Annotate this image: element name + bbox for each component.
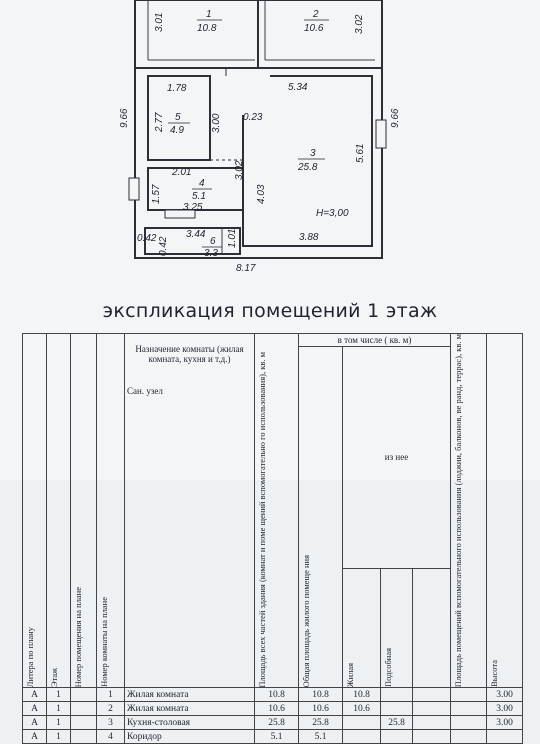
window-right bbox=[375, 119, 387, 149]
header-obsh: Общая площадь жилого помеще ния bbox=[298, 345, 343, 689]
room5-walls bbox=[147, 75, 211, 161]
dim-344: 3.44 bbox=[186, 229, 206, 240]
dim-023: 0.23 bbox=[243, 112, 263, 123]
dim-042b: 0.42 bbox=[158, 236, 169, 256]
header-v-tom: в том числе ( кв. м) bbox=[297, 333, 452, 347]
room3-walls bbox=[242, 75, 373, 247]
header-naznach: Назначение комнаты (жилая комната, кухня… bbox=[124, 332, 255, 689]
ceiling-height: H=3,00 bbox=[316, 208, 349, 219]
floor-plan: 1 10.8 2 10.6 3 25.8 4 5.1 5 4.9 6 3.3 1… bbox=[119, 0, 401, 274]
window-left bbox=[128, 177, 140, 201]
room6-area: 3.3 bbox=[204, 248, 218, 259]
header-zhil: Жилая bbox=[342, 567, 381, 689]
room3-area: 25.8 bbox=[297, 162, 318, 173]
dim-534: 5.34 bbox=[288, 82, 308, 93]
header-nom-pom: Номер помещения на плане bbox=[70, 332, 97, 689]
dim-817: 8.17 bbox=[236, 263, 256, 274]
dim-042a: 0.42 bbox=[137, 233, 157, 244]
room5-area: 4.9 bbox=[170, 125, 184, 136]
dim-388: 3.88 bbox=[299, 232, 319, 243]
header-nom-komn: Номер комнаты на плане bbox=[96, 332, 125, 689]
room3-number: 3 bbox=[310, 148, 316, 159]
door-room4 bbox=[164, 209, 196, 219]
dim-302: 3.02 bbox=[354, 14, 365, 34]
explication-table: Литера по плану Этаж Номер помещения на … bbox=[22, 332, 524, 744]
header-vys: Высота bbox=[486, 332, 524, 689]
dim-966-left: 9.66 bbox=[119, 108, 130, 128]
dim-403: 4.03 bbox=[256, 184, 267, 204]
room6-number: 6 bbox=[210, 236, 216, 247]
header-litera: Литера по плану bbox=[22, 332, 47, 689]
room1-area: 10.8 bbox=[197, 23, 217, 34]
header-empty bbox=[411, 567, 452, 689]
dim-101: 1.01 bbox=[227, 229, 238, 248]
explication-heading: экспликация помещений 1 этаж bbox=[102, 300, 438, 322]
header-iz-nee: из нее bbox=[341, 346, 452, 569]
dim-966-right: 9.66 bbox=[390, 108, 401, 128]
room6-walls bbox=[144, 227, 241, 255]
dim-325: 3.25 bbox=[183, 202, 203, 213]
room2-area: 10.6 bbox=[304, 23, 324, 34]
room1-number: 1 bbox=[206, 9, 212, 20]
header-lodzh: Площадь помещений вспомогательного испол… bbox=[450, 332, 488, 689]
dim-277: 2.77 bbox=[154, 112, 165, 133]
header-etazh: Этаж bbox=[46, 332, 71, 689]
dim-178: 1.78 bbox=[167, 83, 187, 94]
room5-number: 5 bbox=[175, 112, 181, 123]
dim-157: 1.57 bbox=[151, 184, 162, 204]
dim-301: 3.01 bbox=[154, 13, 165, 32]
header-podsob: Подсобная bbox=[380, 567, 413, 689]
room2-number: 2 bbox=[312, 9, 319, 20]
dim-201: 2.01 bbox=[171, 167, 191, 178]
room4-area: 5.1 bbox=[192, 191, 206, 202]
room4-number: 4 bbox=[199, 178, 205, 189]
dim-561: 5.61 bbox=[355, 144, 366, 163]
header-pl-vseh: Площадь всех частей здания (комнат и пом… bbox=[254, 332, 299, 689]
document-sheet: 1 10.8 2 10.6 3 25.8 4 5.1 5 4.9 6 3.3 1… bbox=[22, 0, 524, 744]
dim-300: 3.00 bbox=[211, 113, 222, 133]
dim-302b: 3.02 bbox=[234, 160, 245, 180]
